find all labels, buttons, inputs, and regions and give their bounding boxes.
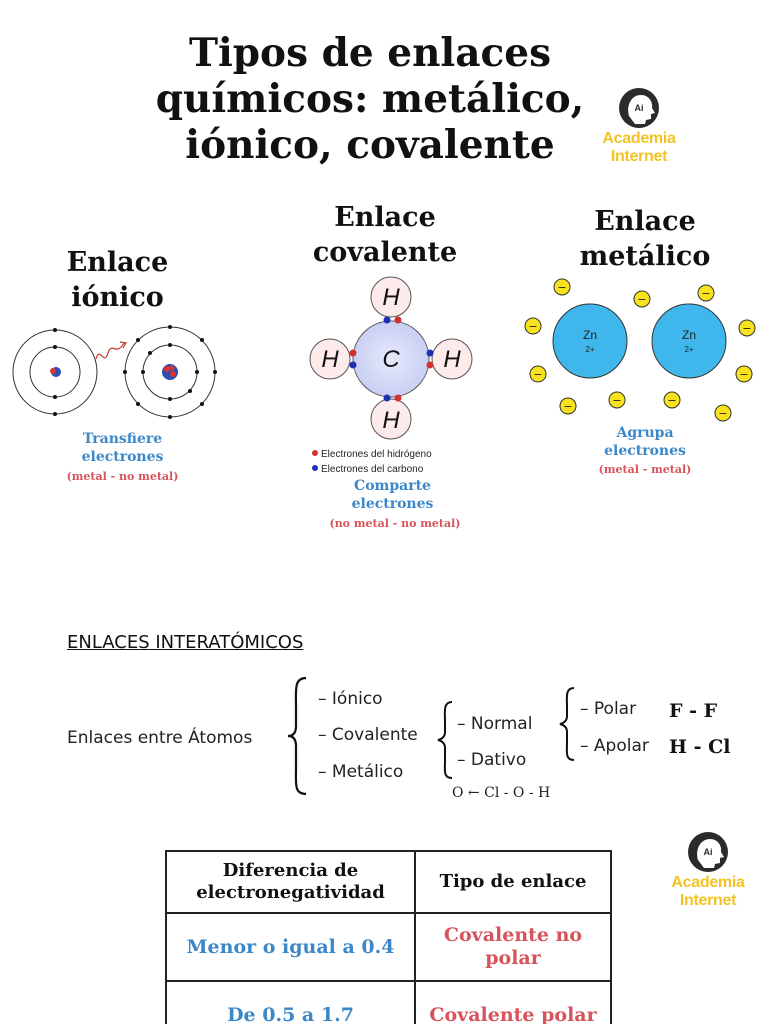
normal-polar: – Polar	[580, 699, 637, 719]
hydrogen-symbol: H	[443, 346, 461, 373]
electron-sign: −	[528, 320, 537, 333]
covalent-note: (no metal - no metal)	[329, 517, 461, 530]
electron-sign: −	[701, 287, 710, 300]
zinc-charge: 2+	[684, 345, 693, 354]
covalent-title: Enlace covalente	[312, 202, 458, 268]
polar-example: F - F	[669, 700, 718, 722]
page-title: Tipos de enlaces químicos: metálico, ión…	[155, 30, 585, 168]
carbon-symbol: C	[382, 346, 400, 373]
electron	[738, 319, 756, 337]
zinc-ion	[651, 303, 727, 379]
methane-molecule-diagram: C H H H H	[309, 276, 473, 440]
row-range: Menor o igual a 0.4	[165, 912, 416, 982]
metallic-bond-diagram: Zn 2+ Zn 2+ − − − − − − − − − − −	[524, 278, 756, 422]
dativo-example: O ← Cl - O - H	[452, 785, 551, 801]
hydrogen-symbol: H	[382, 284, 400, 311]
electron	[553, 278, 571, 296]
electron	[735, 365, 753, 383]
electron	[633, 290, 651, 308]
brace-icon	[287, 676, 307, 796]
table-header-row: Diferencia de electronegatividad Tipo de…	[165, 850, 612, 914]
legend-item-hydrogen: Electrones del hidrógeno	[312, 447, 432, 462]
electron	[529, 365, 547, 383]
covalent-dativo: – Dativo	[457, 750, 527, 770]
header-bond-type: Tipo de enlace	[414, 850, 612, 914]
ionic-note: (metal - no metal)	[66, 470, 179, 483]
head-logo-icon: Ai	[688, 832, 728, 872]
zinc-ion	[552, 303, 628, 379]
electron-sign: −	[742, 322, 751, 335]
type-ionic: – Iónico	[318, 689, 383, 709]
metallic-title: Enlace metálico	[579, 206, 711, 272]
zinc-charge: 2+	[585, 345, 594, 354]
legend-item-carbon: Electrones del carbono	[312, 462, 432, 477]
table-row: De 0.5 a 1.7 Covalente polar	[165, 980, 612, 1024]
interatomic-heading: ENLACES INTERATÓMICOS	[67, 632, 304, 653]
root-label: Enlaces entre Átomos	[67, 728, 253, 748]
row-bond-type: Covalente polar	[414, 980, 612, 1024]
hydrogen-symbol: H	[321, 346, 339, 373]
electron	[559, 397, 577, 415]
electron	[663, 391, 681, 409]
hydrogen-symbol: H	[382, 407, 400, 434]
electron-sign: −	[563, 400, 572, 413]
row-bond-type: Covalente no polar	[414, 912, 612, 982]
electron-sign: −	[667, 394, 676, 407]
logo-text: Academia Internet	[602, 130, 676, 165]
ionic-bond-diagram	[12, 325, 217, 419]
academia-internet-logo: Ai Academia Internet	[584, 86, 694, 166]
logo-badge-text: Ai	[635, 103, 644, 113]
apolar-example: H - Cl	[669, 736, 731, 758]
electron-sign: −	[612, 394, 621, 407]
electron	[697, 284, 715, 302]
electron	[524, 317, 542, 335]
ionic-caption: Transfiere electrones	[81, 431, 164, 465]
covalent-normal: – Normal	[457, 714, 533, 734]
academia-internet-logo: Ai Academia Internet	[653, 830, 763, 910]
brace-icon	[559, 687, 575, 761]
brace-icon	[437, 701, 453, 779]
header-difference: Diferencia de electronegatividad	[165, 850, 416, 914]
table-row: Menor o igual a 0.4 Covalente no polar	[165, 912, 612, 982]
covalent-caption: Comparte electrones	[351, 478, 434, 512]
electron-sign: −	[637, 293, 646, 306]
type-metallic: – Metálico	[318, 762, 404, 782]
type-covalent: – Covalente	[318, 725, 418, 745]
zinc-symbol: Zn	[682, 328, 696, 342]
row-range: De 0.5 a 1.7	[165, 980, 416, 1024]
electron	[608, 391, 626, 409]
electron-sign: −	[533, 368, 542, 381]
electron-sign: −	[739, 368, 748, 381]
electron	[714, 404, 732, 422]
electron-sign: −	[557, 281, 566, 294]
metallic-note: (metal - metal)	[598, 463, 692, 476]
head-logo-icon: Ai	[619, 88, 659, 128]
ionic-title: Enlace iónico	[66, 247, 169, 313]
logo-text: Academia Internet	[671, 874, 745, 909]
logo-badge-text: Ai	[704, 847, 713, 857]
metallic-caption: Agrupa electrones	[604, 425, 686, 459]
electron-legend: Electrones del hidrógeno Electrones del …	[312, 447, 432, 477]
electronegativity-table: Diferencia de electronegatividad Tipo de…	[165, 850, 612, 1024]
zinc-symbol: Zn	[583, 328, 597, 342]
electron-sign: −	[718, 407, 727, 420]
normal-apolar: – Apolar	[580, 736, 649, 756]
